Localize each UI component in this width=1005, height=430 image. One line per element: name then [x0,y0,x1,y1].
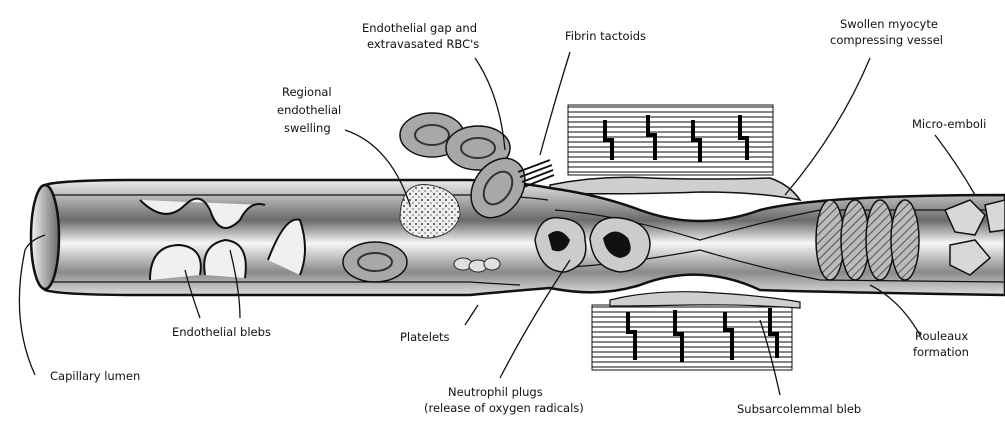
lower-myocyte [592,292,800,370]
label-neutrophil-1: Neutrophil plugs [448,385,543,399]
upper-myocyte [550,105,800,200]
label-swollen-myocyte-1: Swollen myocyte [840,17,938,31]
label-endothelial-blebs: Endothelial blebs [172,325,271,339]
label-regional-3: swelling [284,121,331,135]
label-micro-emboli: Micro-emboli [912,117,986,131]
label-fibrin-tactoids: Fibrin tactoids [565,29,646,43]
label-regional-2: endothelial [277,103,341,117]
label-swollen-myocyte-2: compressing vessel [830,33,943,47]
label-endothelial-gap-1: Endothelial gap and [362,21,477,35]
platelets [454,258,500,272]
label-neutrophil-2: (release of oxygen radicals) [424,401,584,415]
label-endothelial-gap-2: extravasated RBC's [367,37,479,51]
label-capillary-lumen: Capillary lumen [50,369,140,383]
label-regional-1: Regional [282,85,332,99]
label-subsarcolemmal-bleb: Subsarcolemmal bleb [737,402,861,416]
label-rouleaux-1: Rouleaux [915,329,968,343]
label-platelets: Platelets [400,330,450,344]
label-rouleaux-2: formation [913,345,969,359]
lumen-rbc [343,242,407,282]
